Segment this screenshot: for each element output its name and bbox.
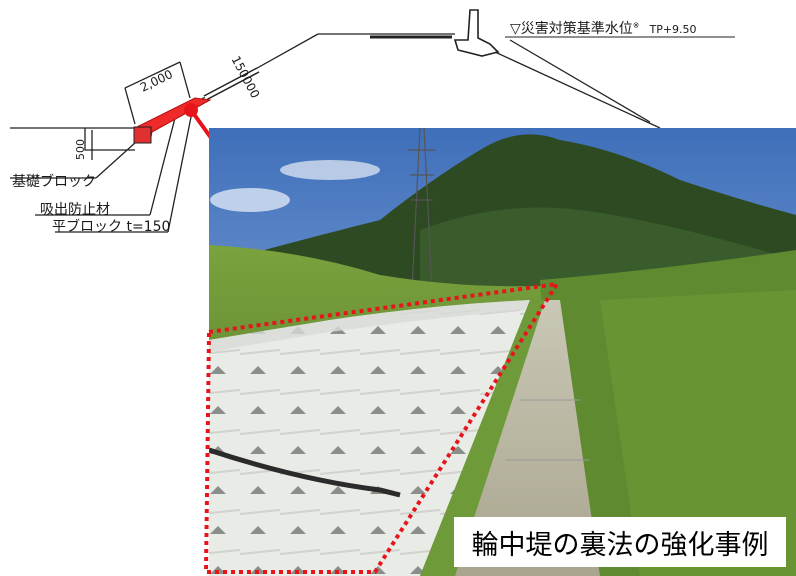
flat-block-label: 平ブロック t=150 (52, 218, 170, 235)
foundation-block-red (133, 126, 152, 144)
cross-section-drawing (10, 9, 735, 233)
highlight-area (203, 281, 561, 574)
dimension-width: 2,000 (138, 67, 175, 95)
photo-caption: 輪中堤の裏法の強化事例 (454, 517, 786, 567)
anti-outflow-label: 吸出防止材 (40, 202, 110, 218)
water-level-label: ▽災害対策基準水位※TP+9.50 (510, 20, 697, 37)
foundation-block-label: 基礎ブロック (12, 173, 96, 190)
dimension-slope: 150000 (229, 54, 263, 101)
callout-dot-icon (184, 103, 198, 117)
levee-photo (209, 128, 796, 576)
dimension-depth: 500 (74, 139, 87, 160)
